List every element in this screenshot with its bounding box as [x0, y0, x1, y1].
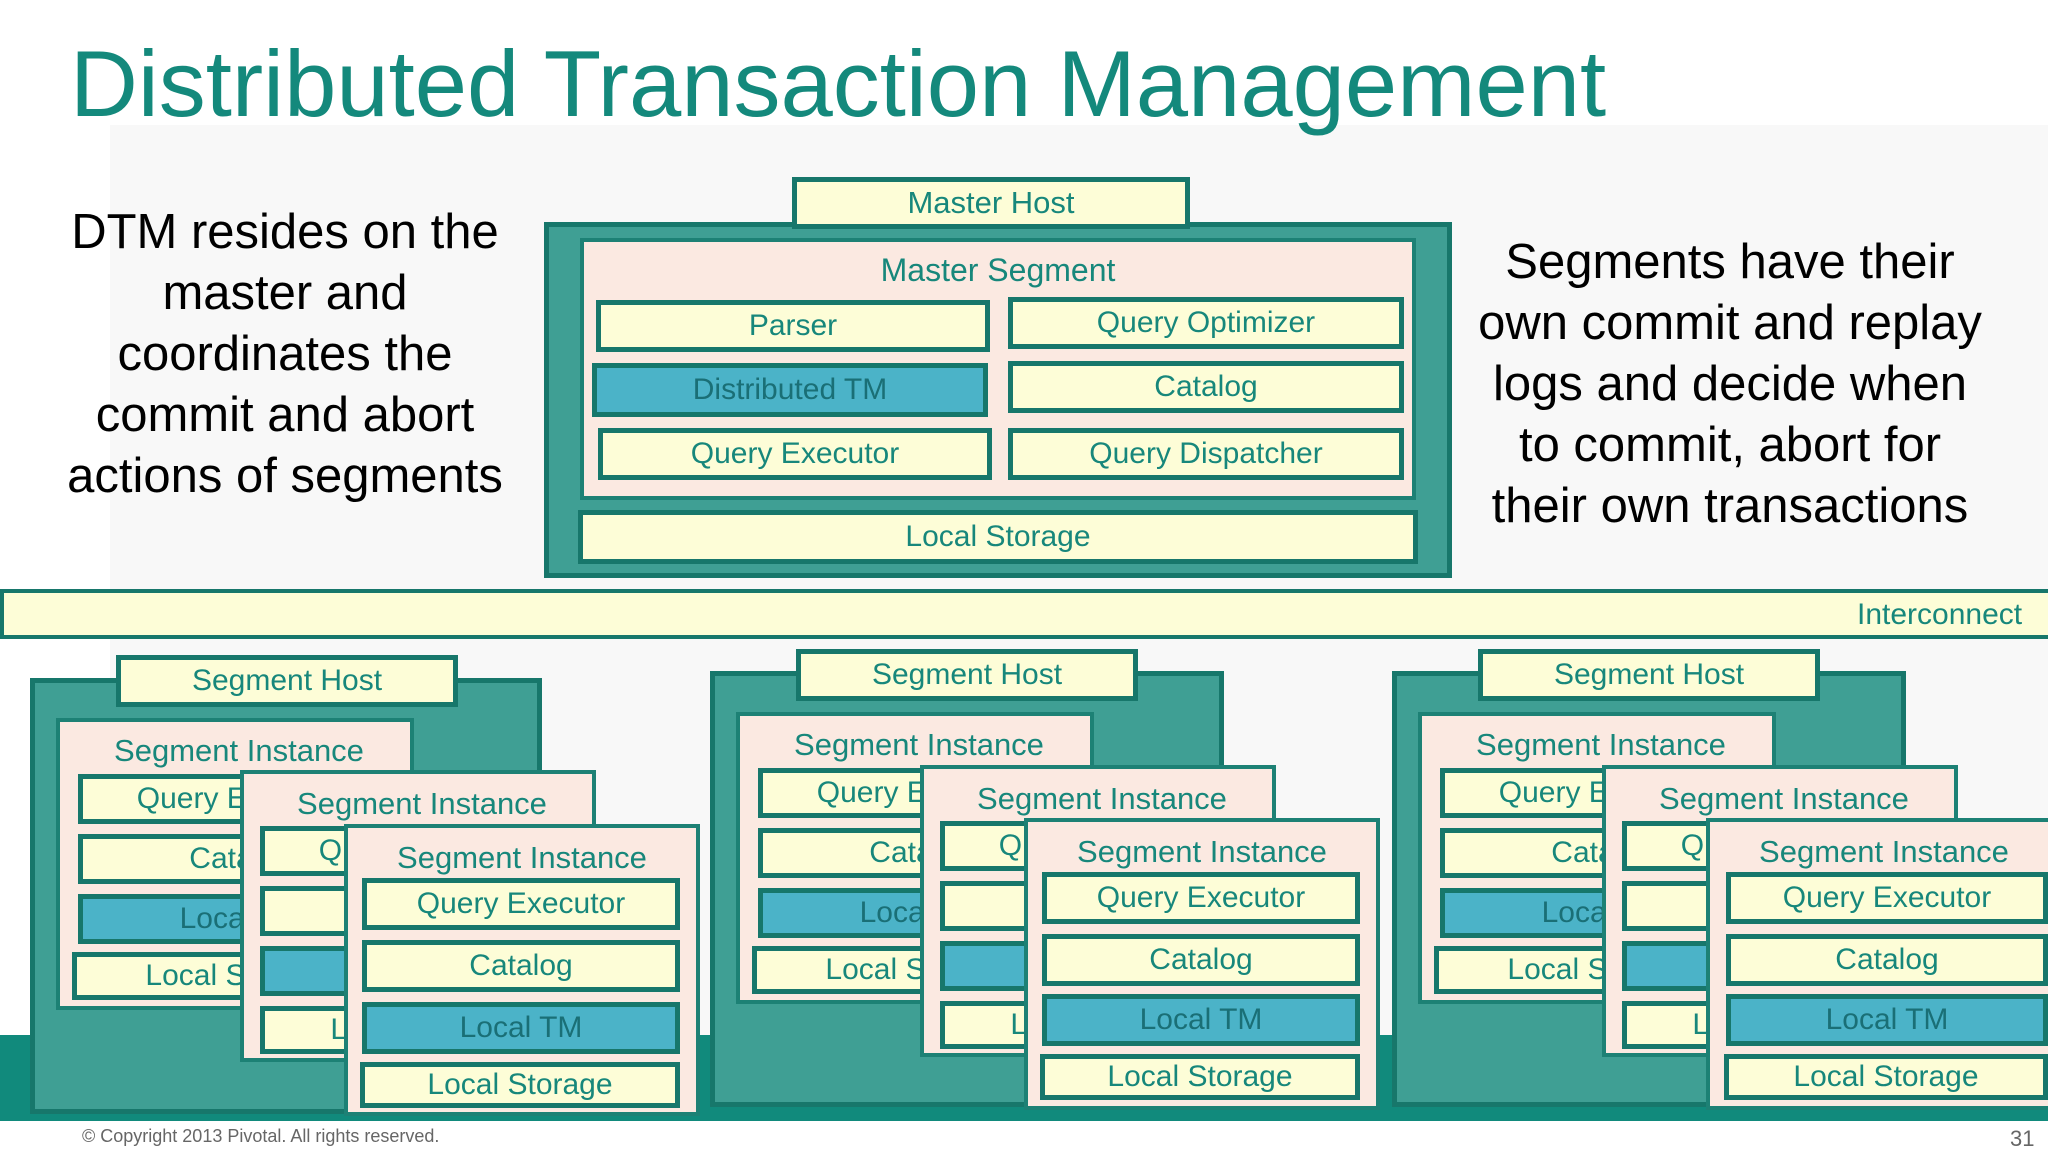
local-tm-box: Local TM — [1042, 994, 1360, 1046]
local-tm-box: Local TM — [1726, 994, 2048, 1046]
instance-title: Segment Instance — [1476, 727, 1726, 762]
instance-title: Segment Instance — [1077, 834, 1327, 869]
query-executor-box: Query Executor — [1042, 872, 1360, 924]
segment-host-label-2: Segment Host — [796, 649, 1138, 701]
left-line-3: coordinates the — [117, 327, 453, 381]
segment-instance-front-3c: Segment Instance Query Executor Catalog … — [1706, 818, 2048, 1110]
query-dispatcher-box: Query Dispatcher — [1008, 428, 1404, 480]
segment-host-label-3: Segment Host — [1478, 649, 1820, 701]
interconnect-label: Interconnect — [1857, 598, 2023, 631]
right-description: Segments have their own commit and repla… — [1455, 232, 2005, 537]
instance-title: Segment Instance — [977, 781, 1227, 816]
distributed-tm-box: Distributed TM — [592, 363, 988, 417]
instance-title: Segment Instance — [1659, 781, 1909, 816]
catalog-box: Catalog — [1042, 934, 1360, 986]
left-line-4: commit and abort — [95, 388, 475, 442]
instance-title: Segment Instance — [1759, 834, 2009, 869]
master-segment-label: Master Segment — [880, 252, 1116, 288]
segment-instance-front-1c: Segment Instance Query Executor Catalog … — [344, 824, 700, 1116]
right-line-5: their own transactions — [1491, 479, 1969, 533]
right-line-2: own commit and replay — [1478, 296, 1982, 350]
interconnect-bar — [0, 589, 2048, 639]
query-executor-box: Query Executor — [362, 878, 680, 930]
master-host-label: Master Host — [792, 177, 1190, 229]
catalog-box: Catalog — [1008, 361, 1404, 413]
right-line-4: to commit, abort for — [1518, 418, 1942, 472]
left-line-5: actions of segments — [67, 449, 503, 503]
local-tm-box: Local TM — [362, 1002, 680, 1054]
segment-instance-front-2c: Segment Instance Query Executor Catalog … — [1024, 818, 1380, 1110]
local-storage-box: Local Storage — [578, 510, 1418, 564]
page-number: 31 — [2010, 1126, 2035, 1151]
right-line-3: logs and decide when — [1492, 357, 1968, 411]
right-line-1: Segments have their — [1505, 235, 1955, 289]
segment-host-label-1: Segment Host — [116, 655, 458, 707]
catalog-box: Catalog — [1726, 934, 2048, 986]
copyright: © Copyright 2013 Pivotal. All rights res… — [82, 1126, 440, 1146]
query-executor-box: Query Executor — [1726, 872, 2048, 924]
instance-title: Segment Instance — [794, 727, 1044, 762]
catalog-box: Catalog — [362, 940, 680, 992]
instance-title: Segment Instance — [297, 786, 547, 821]
left-line-1: DTM resides on the — [71, 205, 499, 259]
left-description: DTM resides on the master and coordinate… — [30, 202, 540, 507]
local-storage-box: Local Storage — [1724, 1054, 2048, 1100]
slide-title: Distributed Transaction Management — [70, 31, 1607, 136]
query-optimizer-box: Query Optimizer — [1008, 297, 1404, 349]
parser-box: Parser — [596, 300, 990, 352]
local-storage-box: Local Storage — [1040, 1054, 1360, 1100]
local-storage-box: Local Storage — [360, 1062, 680, 1108]
query-executor-box: Query Executor — [598, 428, 992, 480]
left-line-2: master and — [162, 266, 408, 320]
instance-title: Segment Instance — [397, 840, 647, 875]
instance-title: Segment Instance — [114, 733, 364, 768]
